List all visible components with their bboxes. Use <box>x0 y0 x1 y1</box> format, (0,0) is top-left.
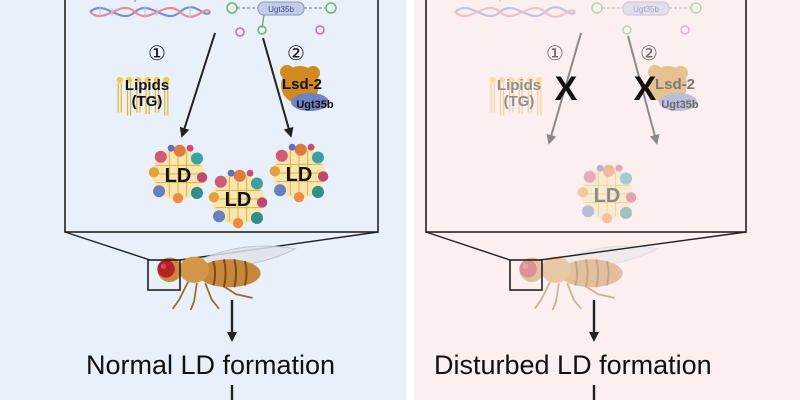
step2-protein: Lsd-2 <box>655 76 695 93</box>
x-mark-icon: X <box>634 70 657 108</box>
arrow-down-icon <box>546 32 582 145</box>
dna-icon <box>454 0 576 18</box>
disturbed-caption: Disturbed LD formation <box>434 350 712 380</box>
dna-icon <box>89 0 211 18</box>
gene-circuit-icon <box>591 1 702 35</box>
step1-label-line1: Lipids <box>125 77 169 94</box>
droplet-label: LD <box>594 185 621 207</box>
droplet-label: LD <box>286 164 313 186</box>
step1-label-line2: (TG) <box>504 93 535 110</box>
droplet-label: LD <box>225 189 252 211</box>
step2-enzyme: Ugt35b <box>661 99 699 111</box>
disturbed-zoom-box <box>425 0 747 261</box>
fly-head-zoom-marker <box>147 259 181 291</box>
fruit-fly-icon <box>156 245 297 310</box>
droplet-label: LD <box>165 165 192 187</box>
step2-enzyme: Ugt35b <box>296 99 334 111</box>
step2-number: ② <box>640 43 658 65</box>
lsd2-protein-icon <box>648 65 697 111</box>
gene-circuit-icon <box>226 1 337 37</box>
step2-number: ② <box>287 43 305 65</box>
arrow-down-icon <box>262 37 294 138</box>
step1-label-line1: Lipids <box>497 77 541 94</box>
step1-number: ① <box>546 43 564 65</box>
panel-divider <box>406 0 414 400</box>
normal-caption: Normal LD formation <box>86 350 336 380</box>
x-mark-icon: X <box>555 70 578 108</box>
step2-protein: Lsd-2 <box>282 76 322 93</box>
arrow-down-icon <box>179 32 216 138</box>
step1-number: ① <box>148 43 166 65</box>
gene-label: Ugt35b <box>268 5 294 14</box>
lsd2-protein-icon <box>280 65 329 111</box>
step1-label-line2: (TG) <box>132 93 163 110</box>
gene-label: Ugt35b <box>633 5 659 14</box>
arrow-down-icon <box>627 35 660 145</box>
fly-head-zoom-marker <box>509 259 543 291</box>
fruit-fly-icon <box>518 245 659 310</box>
